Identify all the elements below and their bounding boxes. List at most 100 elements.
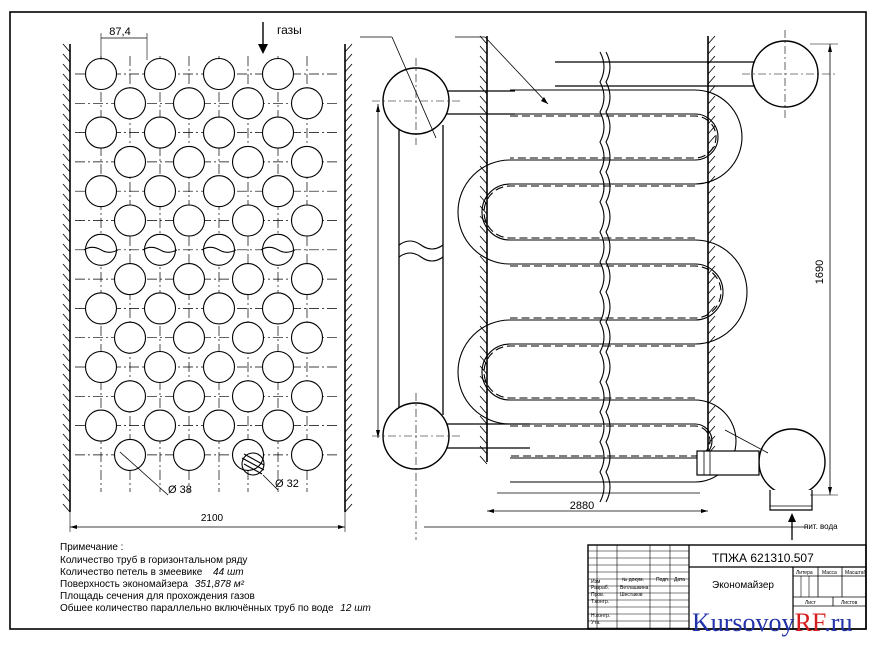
hatch-line xyxy=(62,453,71,463)
break-mark xyxy=(260,246,296,253)
riser-break-top xyxy=(398,240,444,250)
hatch-line xyxy=(344,293,353,303)
hatch-line xyxy=(62,423,71,433)
leader-top-mid-arrow xyxy=(541,97,548,104)
hatch-line xyxy=(344,383,353,393)
feedwater-arrow-head xyxy=(788,513,796,522)
left-wall-hatching xyxy=(62,43,71,513)
hatch-line xyxy=(62,53,71,63)
note-line-2: Количество петель в змеевике 44 шт xyxy=(60,567,244,578)
hatch-line xyxy=(479,165,488,175)
hatch-line xyxy=(62,123,71,133)
hatch-line xyxy=(344,173,353,183)
hatch-line xyxy=(344,233,353,243)
hatch-line xyxy=(62,433,71,443)
hatch-line xyxy=(62,503,71,513)
hatch-line xyxy=(707,35,716,45)
riser-dim-arrow-bottom xyxy=(376,430,380,438)
hatch-line xyxy=(479,235,488,245)
tube-circle xyxy=(143,292,177,325)
hatch-line xyxy=(479,95,488,105)
tb-col-sign: Подп. xyxy=(656,577,669,583)
hatch-line xyxy=(707,355,716,365)
hatch-line xyxy=(62,93,71,103)
leader-top-left-diag xyxy=(391,36,437,139)
height-dimension: 1690 xyxy=(814,260,826,284)
sheet-frame xyxy=(9,11,867,630)
outer-diameter-leader xyxy=(119,451,169,496)
coil-loop-outer xyxy=(510,239,748,345)
hatch-line xyxy=(62,493,71,503)
sheets-label: Листов xyxy=(841,600,858,606)
site-watermark: KursovoyRF.ru xyxy=(692,608,852,637)
break-mark xyxy=(142,246,178,253)
tube-circle xyxy=(172,263,206,296)
tube-circle xyxy=(84,57,118,91)
tube-circle xyxy=(143,350,177,384)
note-line-1-text: Количество труб в горизонтальном ряду xyxy=(60,554,247,566)
hatch-line xyxy=(707,55,716,65)
note-line-2-value: 44 шт xyxy=(213,567,244,578)
hatch-line xyxy=(707,155,716,165)
hatch-line xyxy=(344,313,353,323)
tube-circle xyxy=(290,204,324,237)
hatch-line xyxy=(62,63,71,73)
hatch-line xyxy=(707,45,716,55)
hatch-line xyxy=(707,305,716,315)
hatch-line xyxy=(479,285,488,295)
hatch-line xyxy=(707,255,716,265)
inner-diameter-label: Ø 32 xyxy=(275,478,299,490)
tube-circle xyxy=(290,263,324,296)
length-dimension: 2880 xyxy=(570,500,594,512)
hatch-line xyxy=(479,115,488,125)
hatch-line xyxy=(62,413,71,423)
tb-row-approved: Утв. xyxy=(591,620,601,626)
note-line-5-text: Обшее количество параллельно включённых … xyxy=(60,602,334,614)
hatch-line xyxy=(62,213,71,223)
note-line-5: Обшее количество параллельно включённых … xyxy=(60,602,371,614)
outer-diameter-label: Ø 38 xyxy=(168,484,192,496)
tube-circle xyxy=(231,263,265,296)
feedwater-label: пит. вода xyxy=(804,522,838,531)
hatch-line xyxy=(344,363,353,373)
bottom-right-header xyxy=(758,428,826,496)
leader-top-mid-diag xyxy=(484,36,549,105)
hatch-line xyxy=(479,435,488,445)
hatch-line xyxy=(62,483,71,493)
tube-circle xyxy=(290,321,324,354)
hatch-line xyxy=(62,113,71,123)
hatch-line xyxy=(62,313,71,323)
hatch-line xyxy=(62,83,71,93)
hatch-line xyxy=(344,483,353,493)
tb-row-ncontrol: Н.контр. xyxy=(591,613,610,619)
hatch-line xyxy=(707,385,716,395)
hatch-line xyxy=(62,353,71,363)
hatch-line xyxy=(344,503,353,513)
hatch-line xyxy=(479,75,488,85)
inner-diameter-leader xyxy=(262,474,279,491)
tube-circle xyxy=(231,204,265,237)
hatch-line xyxy=(62,43,71,53)
tube-circle xyxy=(172,87,206,120)
tb-name-developer: Ветлашкина xyxy=(620,585,649,591)
watermark-part-3: .ru xyxy=(824,608,852,637)
hatch-line xyxy=(479,455,488,465)
hatch-line xyxy=(344,303,353,313)
tube-circle xyxy=(84,409,118,442)
hatch-line xyxy=(344,53,353,63)
tube-circle xyxy=(113,263,147,296)
coil-loop-outer xyxy=(457,319,695,425)
break-mark xyxy=(83,246,119,253)
hatch-line xyxy=(479,445,488,455)
hatch-line xyxy=(62,463,71,473)
tube-circle xyxy=(113,438,147,471)
tube-circle xyxy=(261,350,295,384)
hatch-line xyxy=(62,193,71,203)
hatch-line xyxy=(707,345,716,355)
notes-heading: Примечание : xyxy=(60,542,123,553)
pitch-dimension: 87,4 xyxy=(109,26,130,38)
tube-circle xyxy=(261,116,295,149)
hatch-line xyxy=(707,135,716,145)
tube-section-hatch xyxy=(243,453,265,466)
